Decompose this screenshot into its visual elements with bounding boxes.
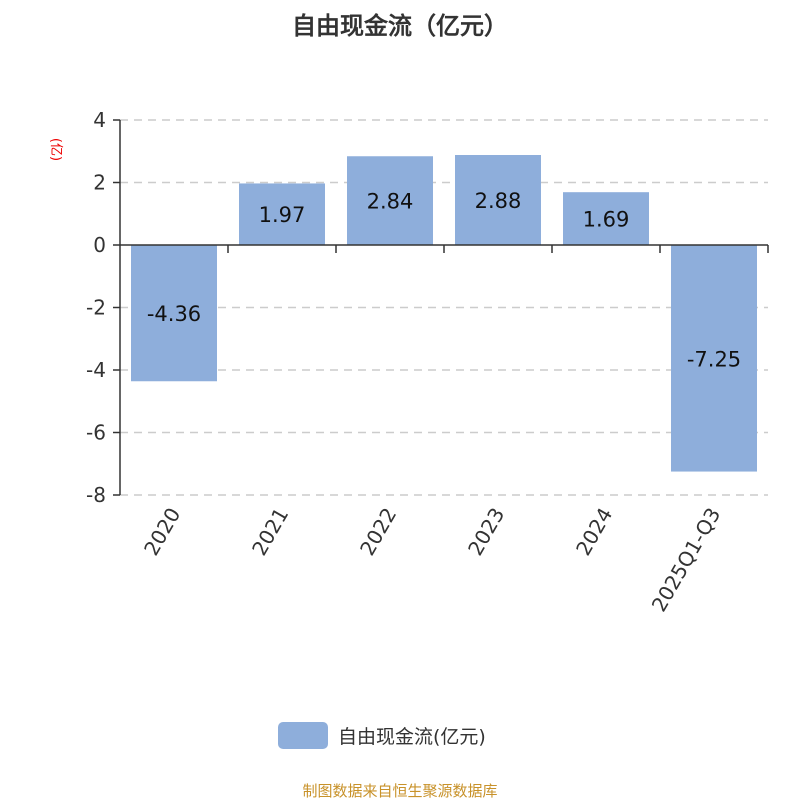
legend-swatch [278,722,328,749]
bar [131,245,217,382]
legend-label: 自由现金流(亿元) [338,726,486,748]
y-tick-label: -6 [86,421,106,445]
data-label: 2.84 [367,190,414,214]
data-label: -4.36 [147,302,201,326]
x-tick-label: 2021 [247,504,293,560]
data-label: -7.25 [687,347,741,371]
y-tick-label: -2 [86,296,106,320]
y-tick-label: -4 [86,358,106,382]
y-tick-label: 4 [93,108,106,132]
data-label: 1.97 [259,203,306,227]
legend[interactable]: 自由现金流(亿元) [278,722,486,749]
bar [455,155,541,245]
bar [239,183,325,245]
x-tick-label: 2025Q1-Q3 [647,504,726,616]
bar [671,245,757,472]
x-tick-label: 2020 [139,504,185,560]
source-note: 制图数据来自恒生聚源数据库 [302,782,498,800]
y-tick-label: 0 [93,233,106,257]
bar [347,156,433,245]
chart-title: 自由现金流（亿元） [292,12,508,40]
y-tick-label: -8 [86,483,106,507]
y-tick-label: 2 [93,171,106,195]
bar [563,192,649,245]
data-label: 1.69 [583,208,630,232]
x-tick-label: 2023 [463,504,509,560]
x-tick-label: 2024 [571,504,617,560]
data-label: 2.88 [475,189,522,213]
x-tick-label: 2022 [355,504,401,560]
